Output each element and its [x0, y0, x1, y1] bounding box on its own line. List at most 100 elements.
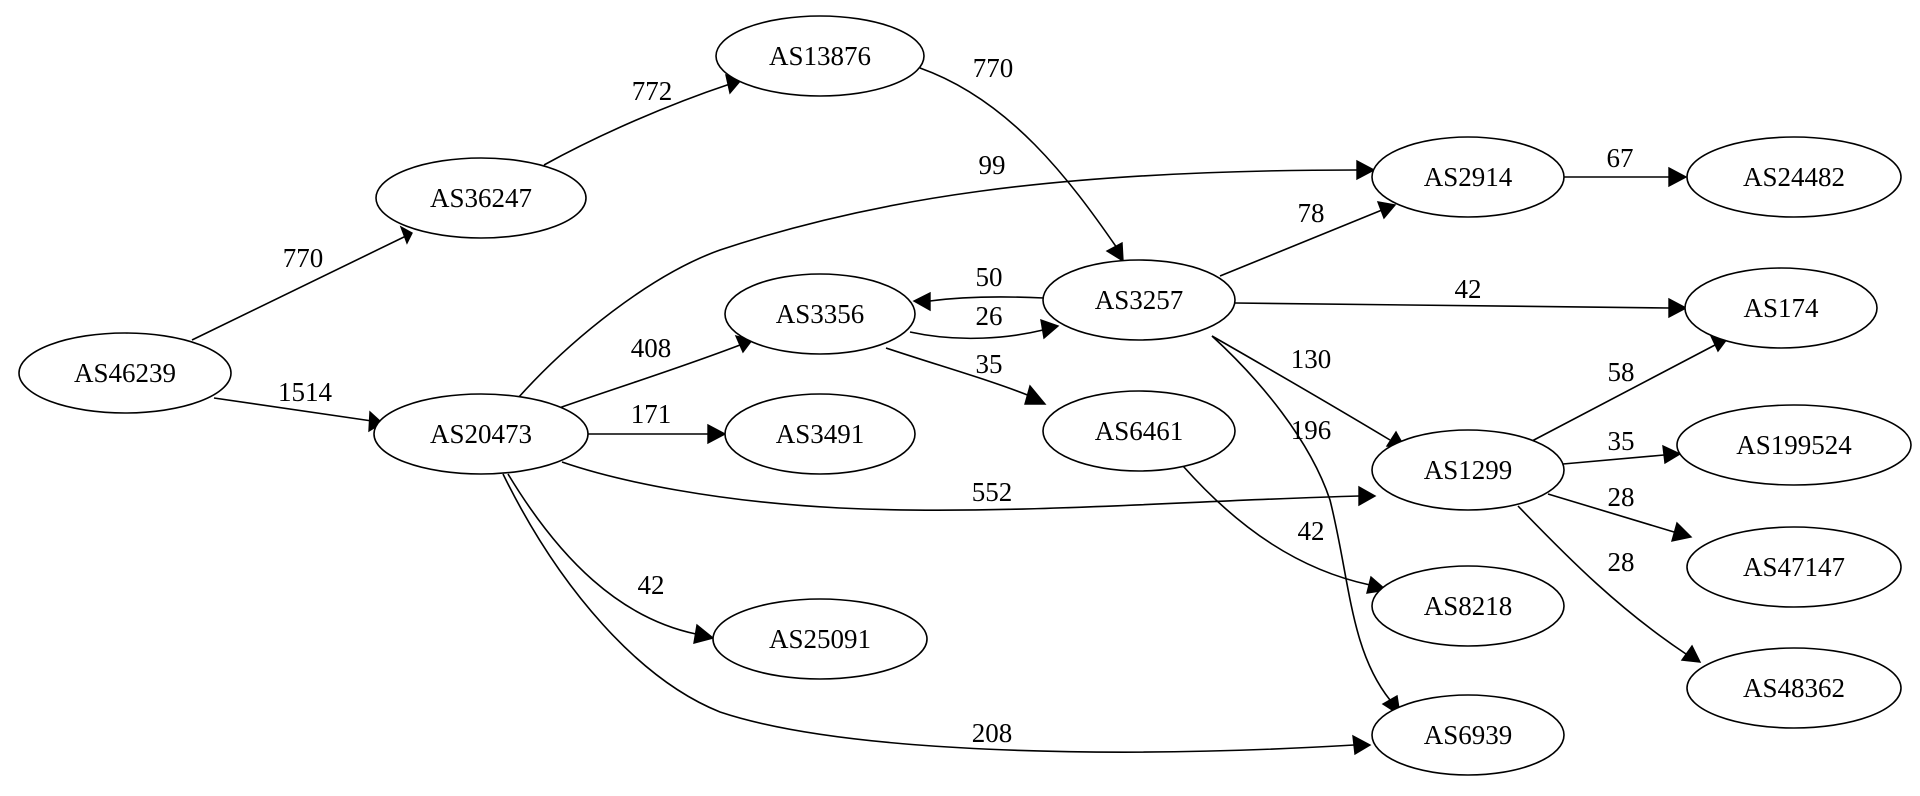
node-label: AS36247	[430, 183, 532, 213]
edge-as2914-as24482: 67	[1564, 143, 1688, 188]
edge-as46239-as36247: 770	[191, 225, 413, 341]
node-label: AS174	[1743, 293, 1819, 323]
node-label: AS3257	[1095, 285, 1184, 315]
edge-line	[191, 235, 407, 341]
node-label: AS24482	[1743, 162, 1845, 192]
edge-line	[1211, 335, 1391, 701]
node-label: AS3356	[776, 299, 865, 329]
node-ellipse	[1042, 390, 1236, 472]
node-as2914: AS2914	[1371, 136, 1565, 218]
node-ellipse	[724, 273, 916, 355]
edge-as3257-as2914: 78	[1219, 198, 1397, 277]
node-as8218: AS8218	[1371, 565, 1565, 647]
edge-label: 772	[632, 76, 673, 106]
node-as47147: AS47147	[1686, 526, 1902, 608]
node-as20473: AS20473	[373, 393, 589, 475]
edge-label: 1514	[278, 377, 333, 407]
node-label: AS48362	[1743, 673, 1845, 703]
edge-arrowhead	[1040, 318, 1060, 340]
edge-arrowhead	[1358, 485, 1377, 507]
node-as3491: AS3491	[724, 393, 916, 475]
edge-label: 171	[631, 399, 672, 429]
edge-line	[1234, 302, 1670, 309]
edge-label: 130	[1291, 344, 1332, 374]
edge-line	[561, 461, 1360, 511]
edge-label: 58	[1608, 357, 1635, 387]
edges-layer: 7701514772770994081715524220850263578421…	[191, 53, 1729, 756]
edge-as3257-as1299: 130	[1211, 335, 1407, 449]
edge-as1299-as47147: 28	[1547, 482, 1693, 542]
edge-arrowhead	[1671, 521, 1693, 542]
node-ellipse	[18, 332, 232, 414]
edge-arrowhead	[399, 225, 413, 245]
edge-line	[885, 347, 1031, 397]
node-ellipse	[1371, 136, 1565, 218]
node-ellipse	[712, 598, 928, 680]
edge-line	[517, 169, 1358, 399]
edge-as3356-as6461: 35	[885, 347, 1047, 405]
node-ellipse	[715, 15, 925, 97]
edge-line	[558, 344, 741, 409]
edge-label: 408	[631, 333, 672, 363]
edge-arrowhead	[1105, 241, 1124, 263]
node-label: AS199524	[1736, 430, 1852, 460]
node-label: AS6461	[1095, 416, 1184, 446]
node-label: AS20473	[430, 419, 532, 449]
node-as13876: AS13876	[715, 15, 925, 97]
edge-line	[502, 473, 1355, 753]
node-ellipse	[1684, 267, 1878, 349]
node-ellipse	[724, 393, 916, 475]
node-as1299: AS1299	[1371, 429, 1565, 511]
edge-arrowhead	[1356, 159, 1376, 181]
edge-label: 42	[638, 570, 665, 600]
node-ellipse	[373, 393, 589, 475]
node-as6461: AS6461	[1042, 390, 1236, 472]
edge-line	[1219, 209, 1383, 277]
edge-label: 42	[1298, 516, 1325, 546]
edge-arrowhead	[1024, 384, 1047, 405]
edge-label: 28	[1608, 482, 1635, 512]
edge-line	[1562, 454, 1665, 465]
node-label: AS47147	[1743, 552, 1845, 582]
edge-arrowhead	[1680, 644, 1702, 663]
edge-as36247-as13876: 772	[543, 73, 743, 166]
edge-arrowhead	[912, 291, 931, 312]
node-label: AS46239	[74, 358, 176, 388]
edge-as13876-as3257: 770	[919, 53, 1124, 263]
edge-line	[543, 83, 731, 166]
edge-line	[1211, 335, 1391, 441]
edge-line	[909, 329, 1044, 340]
edge-label: 26	[976, 301, 1003, 331]
edge-arrowhead	[1668, 297, 1688, 319]
edge-line	[213, 397, 373, 422]
edge-arrowhead	[693, 623, 715, 644]
edge-as46239-as20473: 1514	[213, 377, 384, 433]
edge-label: 28	[1608, 547, 1635, 577]
edge-label: 552	[972, 477, 1013, 507]
edge-as20473-as1299: 552	[561, 461, 1377, 511]
edge-label: 99	[979, 150, 1006, 180]
node-as36247: AS36247	[375, 157, 587, 239]
edge-as20473-as6939: 208	[502, 473, 1372, 756]
edge-label: 67	[1607, 143, 1634, 173]
node-label: AS8218	[1424, 591, 1513, 621]
edge-as20473-as3356: 408	[558, 333, 754, 409]
edge-line	[929, 296, 1045, 302]
node-as199524: AS199524	[1676, 404, 1912, 486]
edge-line	[1517, 505, 1687, 655]
node-label: AS1299	[1424, 455, 1513, 485]
node-as174: AS174	[1684, 267, 1878, 349]
edge-as3257-as3356: 50	[912, 262, 1045, 312]
edge-label: 770	[283, 243, 324, 273]
node-ellipse	[1686, 526, 1902, 608]
edge-as3257-as6939: 196	[1211, 335, 1401, 717]
node-ellipse	[1371, 565, 1565, 647]
edge-as1299-as199524: 35	[1562, 426, 1682, 465]
edge-as1299-as174: 58	[1531, 335, 1729, 442]
edge-as6461-as8218: 42	[1182, 465, 1388, 594]
edge-line	[1182, 465, 1371, 586]
edge-label: 42	[1455, 274, 1482, 304]
edge-arrowhead	[1662, 444, 1682, 465]
edge-arrowhead	[707, 423, 727, 445]
